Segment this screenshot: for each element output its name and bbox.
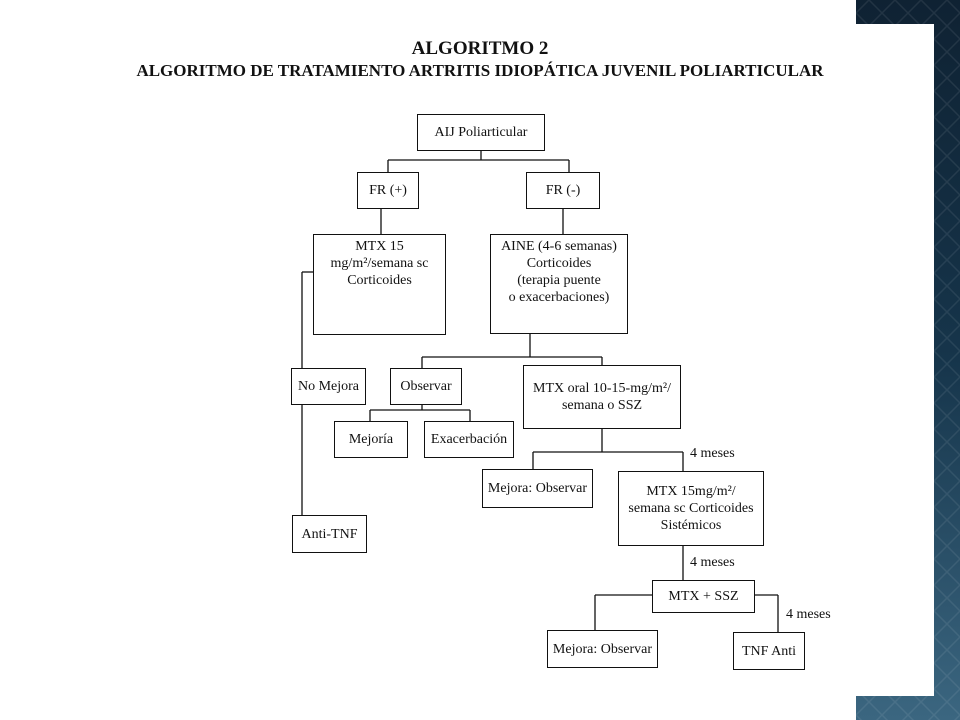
node-tnf-anti: TNF Anti <box>733 632 805 670</box>
node-mejoria: Mejoría <box>334 421 408 458</box>
node-mtx-ssz: MTX + SSZ <box>652 580 755 613</box>
node-mejora-observar-2: Mejora: Observar <box>547 630 658 668</box>
node-mtx-oral-ssz: MTX oral 10-15-mg/m²/ semana o SSZ <box>523 365 681 429</box>
node-aij-poliarticular: AIJ Poliarticular <box>417 114 545 151</box>
diagram-subtitle: ALGORITMO DE TRATAMIENTO ARTRITIS IDIOPÁ… <box>136 61 824 80</box>
edge-label-4-meses-3: 4 meses <box>786 607 831 622</box>
edge-label-4-meses-1: 4 meses <box>690 446 735 461</box>
node-mtx-sc-corticoides: MTX 15mg/m²/ semana sc Corticoides Sisté… <box>618 471 764 546</box>
node-fr-positive: FR (+) <box>357 172 419 209</box>
node-mtx15-corticoides: MTX 15 mg/m²/semana sc Corticoides <box>313 234 446 335</box>
node-exacerbacion: Exacerbación <box>424 421 514 458</box>
node-mejora-observar-1: Mejora: Observar <box>482 469 593 508</box>
content-panel-edge <box>856 24 934 696</box>
edge-label-4-meses-2: 4 meses <box>690 555 735 570</box>
node-aine-corticoides: AINE (4-6 semanas) Corticoides (terapia … <box>490 234 628 334</box>
node-fr-negative: FR (-) <box>526 172 600 209</box>
node-anti-tnf: Anti-TNF <box>292 515 367 553</box>
diagram-title: ALGORITMO 2 <box>411 38 549 59</box>
node-observar: Observar <box>390 368 462 405</box>
node-no-mejora: No Mejora <box>291 368 366 405</box>
